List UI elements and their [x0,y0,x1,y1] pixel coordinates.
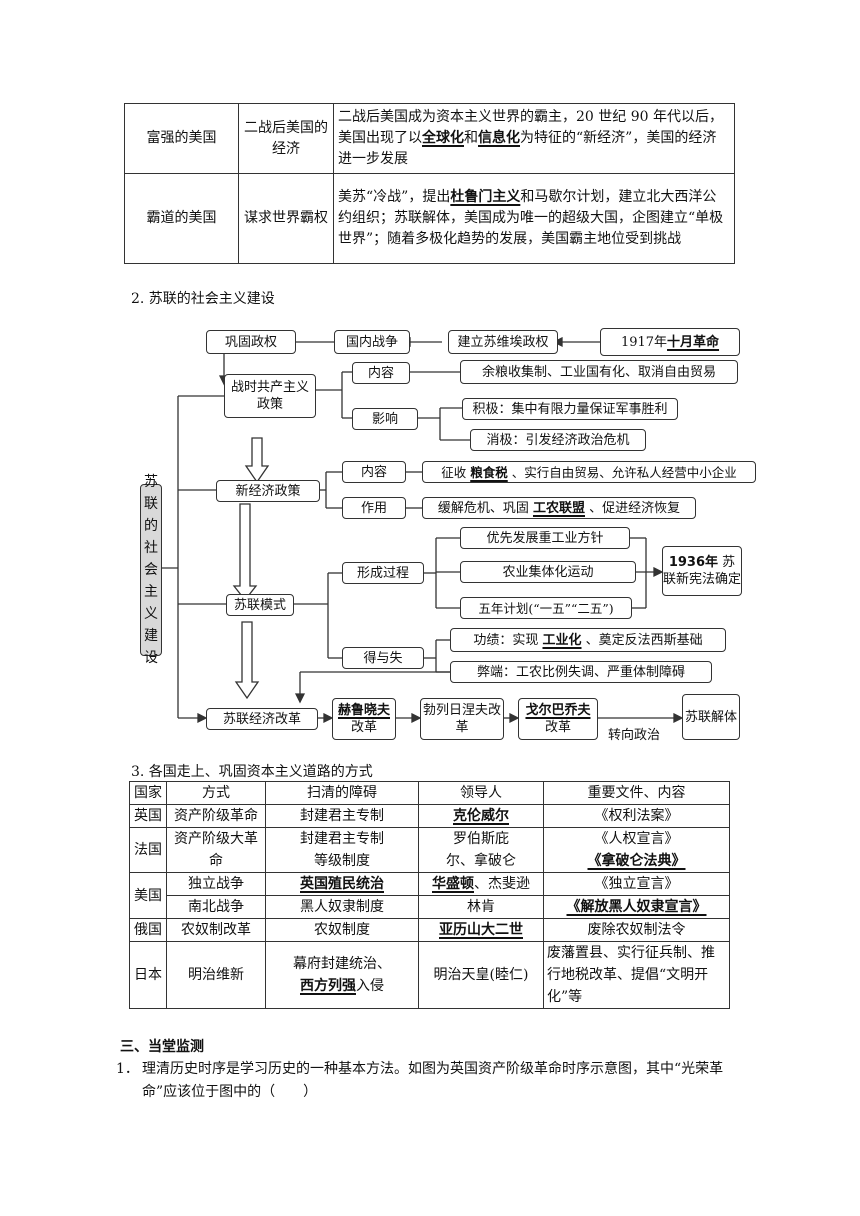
table-cell: 亚历山大二世 [418,918,544,942]
keyword: 全球化 [422,130,464,146]
header-cell: 重要文件、内容 [543,781,730,805]
turn-politics-label: 转向政治 [608,728,661,743]
khrushchev-box: 赫鲁晓夫改革 [332,698,396,740]
keyword: 十月革命 [667,334,720,350]
table-cell: 幕府封建统治、西方列强入侵 [265,941,419,1009]
side-title-box: 苏联的社会主义建设 [140,474,162,666]
table-cell: 日本 [129,941,167,1009]
formation-box: 形成过程 [342,562,424,584]
table-cell: 资产阶级革命 [166,804,266,828]
table-cell: 俄国 [129,918,167,942]
section-3-title: 3. 各国走上、巩固资本主义道路的方式 [131,764,373,780]
header-cell: 扫清的障碍 [265,781,419,805]
step1-box: 优先发展重工业方针 [460,527,630,549]
constitution-box: 1936年 苏联新宪法确定 [662,546,742,596]
question-number: 1． [116,1061,139,1077]
table-cell: 封建君主专制 [265,804,419,828]
table-cell: 《解放黑人奴隶宣言》 [543,895,730,919]
question-text: 理清历史时序是学习历史的一种基本方法。如图为英国资产阶级革命时序示意图，其中“光… [142,1061,724,1100]
keyword: 《拿破仑法典》 [587,853,686,869]
section-2-title: 2. 苏联的社会主义建设 [131,291,275,307]
keyword: 戈尔巴乔夫 [525,703,591,718]
nep-effect-box: 缓解危机、巩固 工农联盟 、促进经济恢复 [422,497,696,519]
october-revolution-box: 1917年十月革命 [600,328,740,356]
table-cell: 南北战争 [166,895,266,919]
jiji-box: 积极：集中有限力量保证军事胜利 [462,398,678,420]
connector-lines [160,336,684,724]
table1-cell: 二战后美国成为资本主义世界的霸主，20 世纪 90 年代以后，美国出现了以全球化… [333,103,735,174]
keyword: 华盛顿 [432,876,474,892]
keyword: 信息化 [478,130,520,146]
keyword: 工农联盟 [532,500,585,516]
keyword: 赫鲁晓夫 [337,703,390,718]
neirong-text-box: 余粮收集制、工业国有化、取消自由贸易 [460,360,738,384]
gonggu-box: 巩固政权 [206,330,296,354]
table-cell: 封建君主专制等级制度 [265,827,419,873]
table-cell: 克伦威尔 [418,804,544,828]
soviet-model-box: 苏联模式 [226,594,294,616]
table-cell: 资产阶级大革命 [166,827,266,873]
keyword: 《解放黑人奴隶宣言》 [566,899,707,915]
header-cell: 领导人 [418,781,544,805]
step2-box: 农业集体化运动 [460,561,636,583]
table-cell: 明治维新 [166,941,266,1009]
nep-box: 新经济政策 [216,480,320,502]
dissolution-box: 苏联解体 [682,694,740,740]
nep-content-box: 征收 粮食税 、实行自由贸易、允许私人经营中小企业 [422,461,756,483]
step3-box: 五年计划(“一五”“二五”) [460,597,632,619]
keyword: 1936年 [668,555,719,570]
table-cell: 农奴制改革 [166,918,266,942]
keyword: 工业化 [542,632,582,648]
keyword: 英国殖民统治 [300,876,384,892]
nep-zuoyong-box: 作用 [342,497,406,519]
header-cell: 国家 [129,781,167,805]
neirong-box: 内容 [352,362,410,384]
table-cell: 林肯 [418,895,544,919]
jianli-box: 建立苏维埃政权 [448,330,558,354]
table-cell: 华盛顿、杰斐逊 [418,872,544,896]
deshi-box: 得与失 [342,647,424,669]
table-cell: 明治天皇(睦仁) [418,941,544,1009]
biduan-box: 弊端：工农比例失调、严重体制障碍 [450,661,712,683]
us-economy-table: 富强的美国 二战后美国的经济 二战后美国成为资本主义世界的霸主，20 世纪 90… [124,103,735,264]
table-cell: 农奴制度 [265,918,419,942]
table-cell: 废藩置县、实行征兵制、推行地税改革、提倡“文明开化”等 [543,941,730,1009]
table-cell: 英国 [129,804,167,828]
table-cell: 《人权宣言》《拿破仑法典》 [543,827,730,873]
section-san-title: 三、当堂监测 [120,1039,204,1055]
table-cell: 《独立宣言》 [543,872,730,896]
brezhnev-box: 勃列日涅夫改革 [420,698,504,740]
keyword: 亚历山大二世 [439,922,523,938]
table-cell: 法国 [129,827,167,873]
header-cell: 方式 [166,781,266,805]
table-cell: 英国殖民统治 [265,872,419,896]
table-cell: 罗伯斯庇尔、拿破仑 [418,827,544,873]
neizhan-box: 国内战争 [334,330,410,354]
nep-neirong-box: 内容 [342,461,406,483]
table1-cell: 霸道的美国 [124,173,239,264]
table-cell: 黑人奴隶制度 [265,895,419,919]
xiaoji-box: 消极：引发经济政治危机 [470,429,646,451]
table1-cell: 美苏“冷战”，提出杜鲁门主义和马歇尔计划，建立北大西洋公约组织；苏联解体，美国成… [333,173,735,264]
table-cell: 废除农奴制法令 [543,918,730,942]
keyword: 杜鲁门主义 [450,189,521,205]
table-cell: 独立战争 [166,872,266,896]
keyword: 西方列强 [300,978,356,994]
soviet-construction-diagram: 苏联的社会主义建设 巩固政权 国内战争 建立苏维埃政权 1917年十月革命 战时… [130,318,770,758]
table1-cell: 谋求世界霸权 [238,173,334,264]
table-cell: 美国 [129,872,167,919]
table1-cell: 二战后美国的经济 [238,103,334,174]
gorbachev-box: 戈尔巴乔夫改革 [518,698,598,740]
yingxiang-box: 影响 [352,408,418,430]
keyword: 粮食税 [470,464,508,480]
table-cell: 《权利法案》 [543,804,730,828]
gongji-box: 功绩：实现 工业化 、奠定反法西斯基础 [450,628,726,652]
war-communism-box: 战时共产主义政策 [224,374,316,418]
capitalism-paths-table: 国家 方式 扫清的障碍 领导人 重要文件、内容 英国 资产阶级革命 封建君主专制… [129,781,730,1009]
economic-reform-box: 苏联经济改革 [206,708,318,730]
keyword: 克伦威尔 [453,808,509,824]
table1-cell: 富强的美国 [124,103,239,174]
